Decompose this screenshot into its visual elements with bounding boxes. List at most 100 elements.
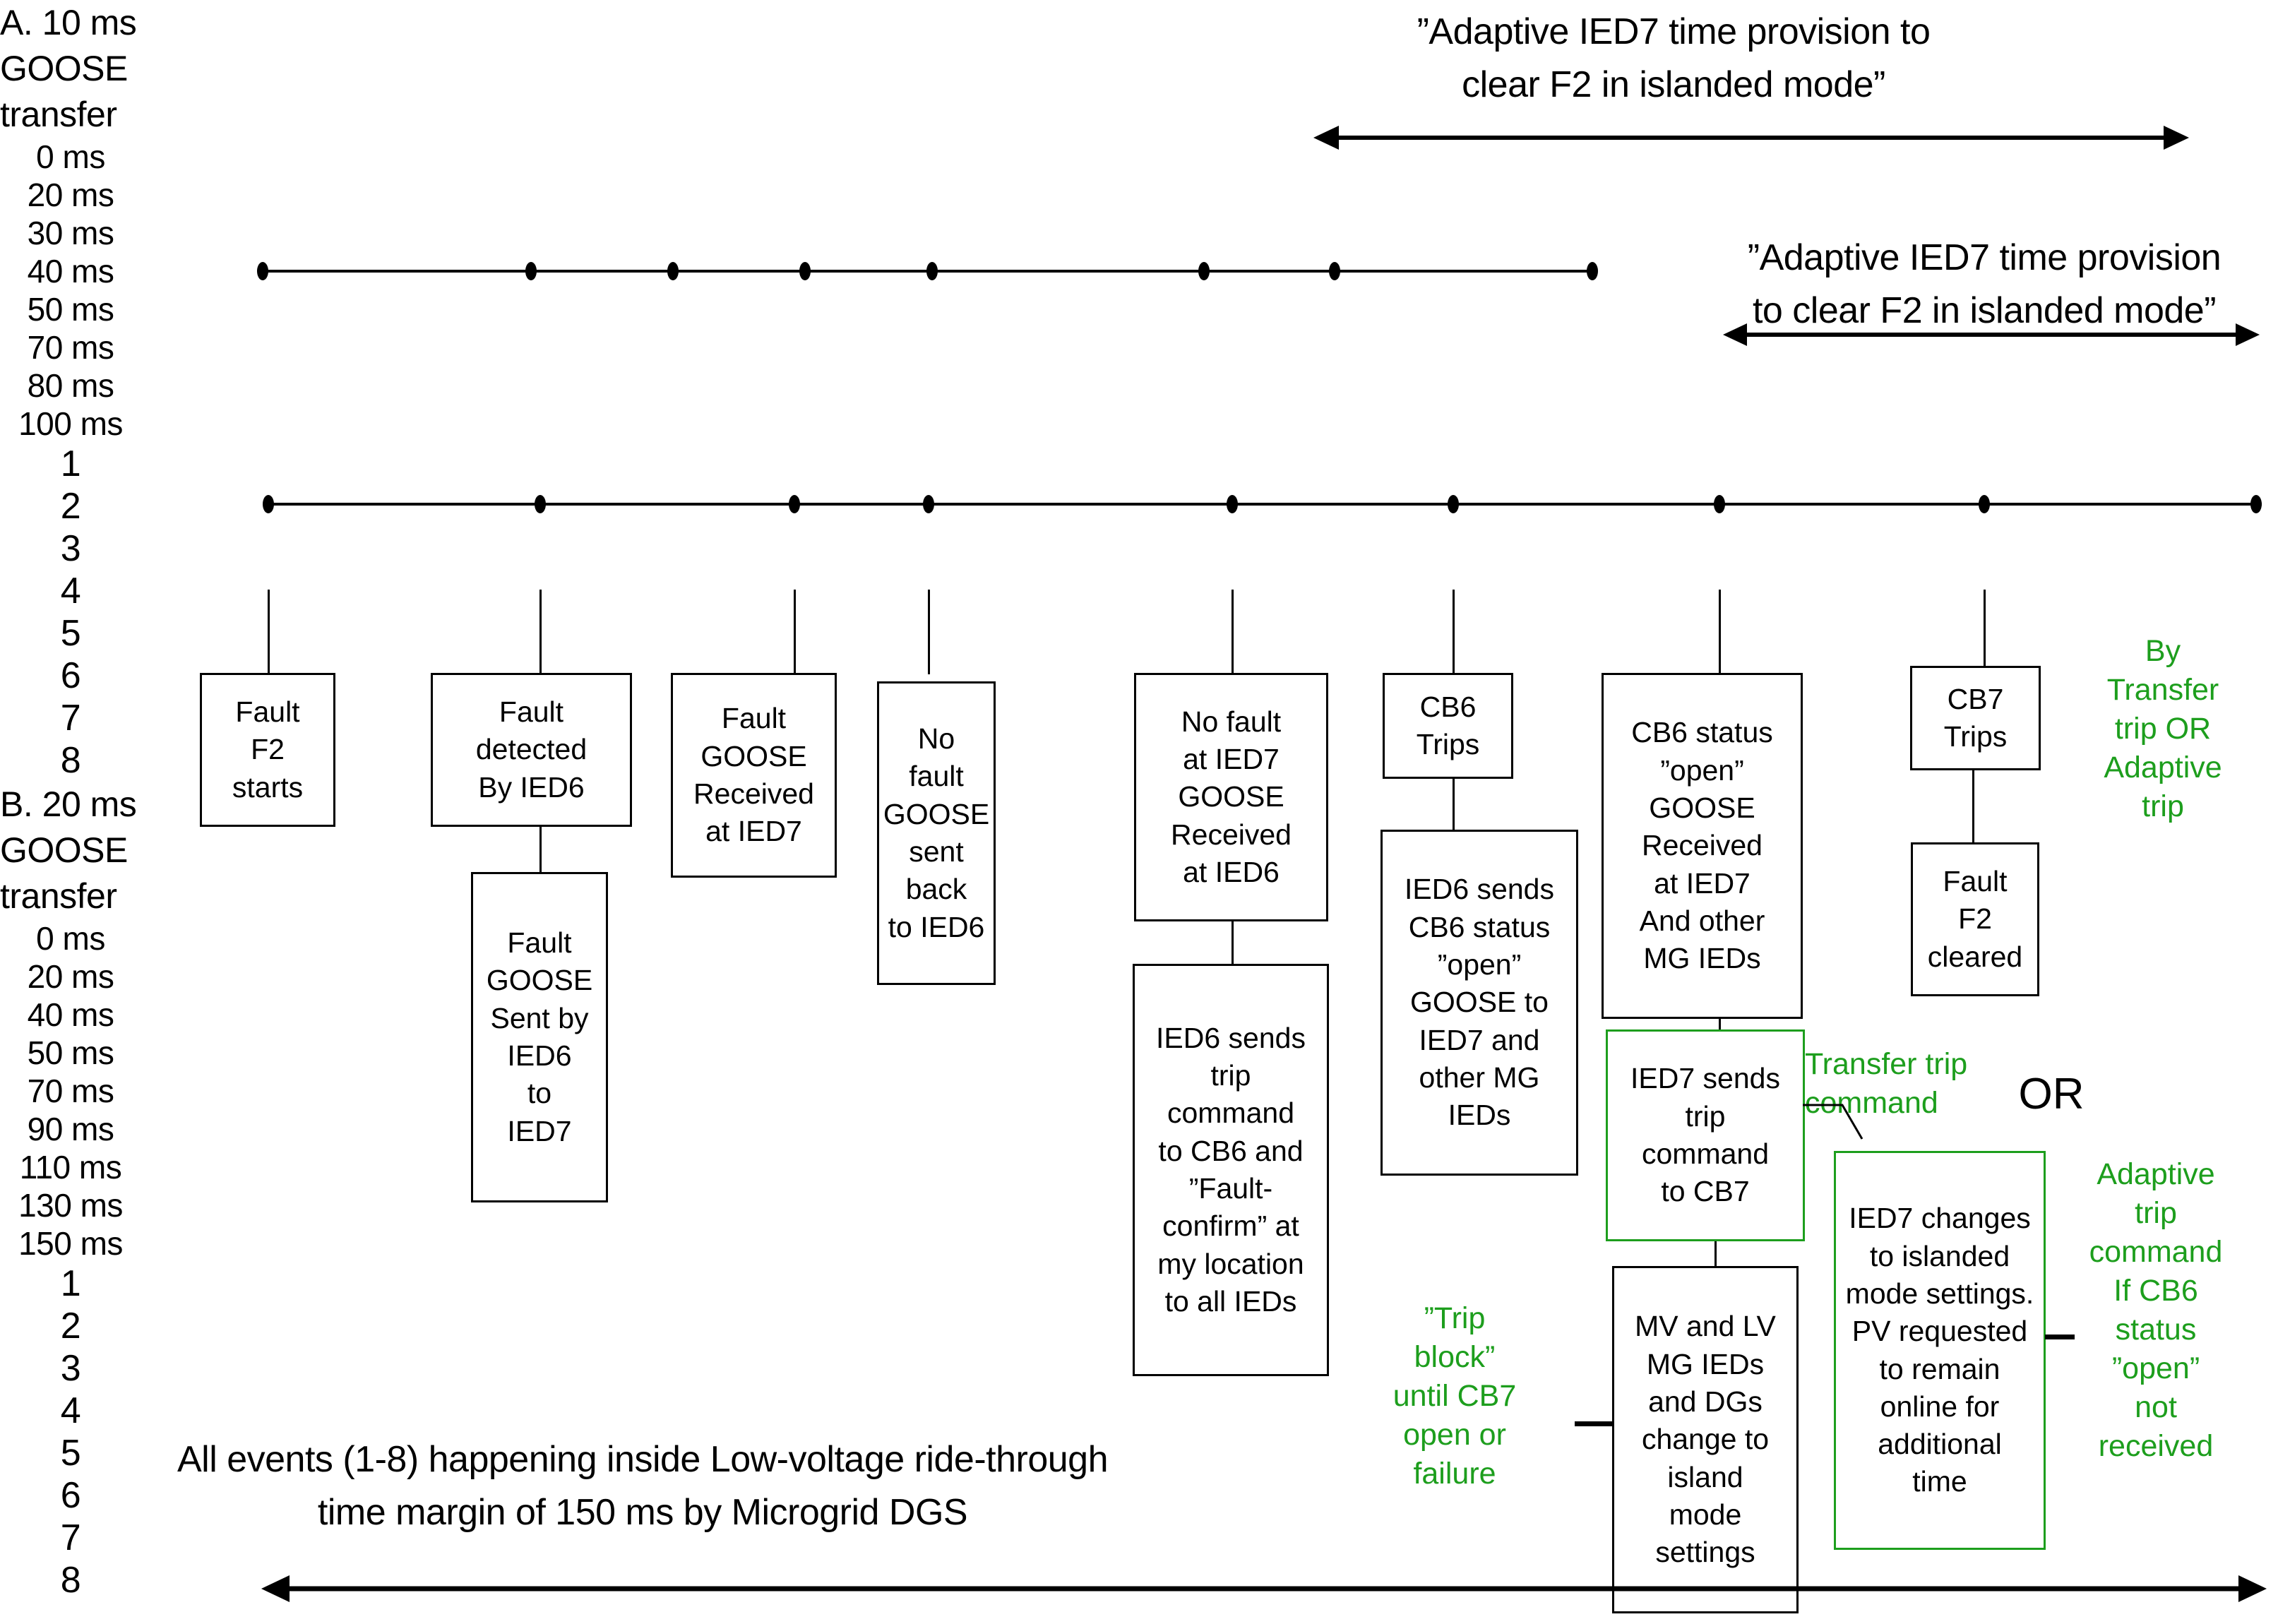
- timeline-b-time-90: 90 ms: [27, 1111, 114, 1147]
- event-box-cb7-trips: CB7 Trips: [1910, 666, 2041, 770]
- timeline-b-time-70: 70 ms: [27, 1073, 114, 1109]
- event-box-ied6-sends-trip-command-cb6: IED6 sends trip command to CB6 and ”Faul…: [1133, 964, 1329, 1376]
- timeline-a-title: A. 10 ms GOOSE transfer: [0, 0, 205, 138]
- event-box-cb6-trips: CB6 Trips: [1383, 673, 1513, 779]
- note-adaptive-trip-command: Adaptive trip command If CB6 status ”ope…: [2089, 1157, 2223, 1464]
- timeline-b-dot-5: [1227, 495, 1238, 513]
- timeline-b-dot-7: [1714, 495, 1725, 513]
- timeline-a-event-6: 6: [60, 655, 81, 696]
- bottom-caption: All events (1-8) happening inside Low-vo…: [92, 1433, 1193, 1540]
- timeline-a-dot-5: [926, 262, 938, 280]
- timeline-a-dot-2: [525, 262, 537, 280]
- timeline-a-time-80: 80 ms: [27, 367, 114, 404]
- timeline-b-dot-8: [1979, 495, 1990, 513]
- timeline-a-event-7: 7: [60, 698, 81, 739]
- stem-2: [539, 590, 542, 674]
- stem-3: [794, 590, 796, 674]
- event-box-cb6-status-open-received-ied7: CB6 status ”open” GOOSE Received at IED7…: [1602, 673, 1803, 1019]
- adaptive-trip-connector: [2045, 1335, 2075, 1339]
- connector-7b-to-7c: [1714, 1241, 1717, 1285]
- connector-8-to-8b: [1972, 770, 1974, 848]
- right-annotation-quote-line1: ”Adaptive IED7 time provision: [1747, 237, 2222, 278]
- stem-4: [928, 590, 930, 674]
- timeline-b-dot-1: [263, 495, 274, 513]
- event-box-fault-f2-starts: Fault F2 starts: [200, 673, 335, 827]
- timeline-b-title-line1: B. 20 ms: [0, 784, 137, 824]
- timeline-a-dot-7: [1329, 262, 1340, 280]
- timeline-a-time-30: 30 ms: [27, 215, 114, 251]
- event-box-ied6-sends-cb6-status-open: IED6 sends CB6 status ”open” GOOSE to IE…: [1380, 830, 1578, 1176]
- timeline-b-event-1: 1: [60, 1263, 81, 1304]
- timeline-a-time-0: 0 ms: [36, 138, 105, 175]
- timeline-b-time-0: 0 ms: [36, 920, 105, 957]
- total-time-margin-arrow: [261, 1575, 2267, 1602]
- event-box-ied7-changes-islanded-mode: IED7 changes to islanded mode settings. …: [1834, 1151, 2046, 1550]
- timeline-b-event-4: 4: [60, 1390, 81, 1431]
- note-transfer-trip-command: Transfer trip command: [1805, 1047, 1968, 1121]
- timeline-b-event-5: 5: [60, 1433, 81, 1474]
- timeline-b-dot-3: [789, 495, 800, 513]
- timeline-a-dot-6: [1198, 262, 1210, 280]
- timeline-b-time-40: 40 ms: [27, 996, 114, 1033]
- event-box-fault-detected-ied6: Fault detected By IED6: [431, 673, 632, 827]
- timeline-a-event-1: 1: [60, 443, 81, 484]
- right-annotation-quote: ”Adaptive IED7 time provision to clear F…: [1681, 232, 2288, 338]
- timeline-a-time-100: 100 ms: [18, 405, 123, 442]
- stem-5: [1232, 590, 1234, 674]
- timeline-a-event-8: 8: [60, 740, 81, 781]
- timeline-b-event-2: 2: [60, 1306, 81, 1347]
- timeline-b-title: B. 20 ms GOOSE transfer: [0, 782, 212, 919]
- event-box-no-fault-goose-sent-back-ied6: No fault GOOSE sent back to IED6: [877, 681, 996, 985]
- timeline-a-dot-1: [257, 262, 268, 280]
- timeline-b-time-110: 110 ms: [19, 1149, 122, 1186]
- stem-6: [1453, 590, 1455, 674]
- event-box-no-fault-at-ied7-received-ied6: No fault at IED7 GOOSE Received at IED6: [1134, 673, 1328, 921]
- timeline-a-dot-8: [1587, 262, 1598, 280]
- note-by-transfer-trip-or-adaptive-trip: By Transfer trip OR Adaptive trip: [2104, 634, 2222, 824]
- connector-2-to-2b: [539, 827, 542, 872]
- timeline-a-dot-4: [799, 262, 811, 280]
- timeline-b-event-6: 6: [60, 1475, 81, 1516]
- stem-1: [268, 590, 270, 674]
- event-box-fault-goose-received-ied7: Fault GOOSE Received at IED7: [671, 673, 837, 878]
- timeline-b-title-line2: GOOSE: [0, 830, 128, 870]
- timeline-b-event-3: 3: [60, 1348, 81, 1389]
- top-annotation-quote-line1: ”Adaptive IED7 time provision to: [1417, 11, 1931, 52]
- timeline-a-event-2: 2: [60, 486, 81, 527]
- timeline-b-event-8: 8: [60, 1560, 81, 1601]
- timeline-a-event-5: 5: [60, 613, 81, 654]
- event-box-fault-goose-sent-ied6-to-ied7: Fault GOOSE Sent by IED6 to IED7: [471, 872, 608, 1202]
- event-box-ied7-sends-trip-command-cb7: IED7 sends trip command to CB7: [1606, 1029, 1805, 1241]
- bottom-caption-line2: time margin of 150 ms by Microgrid DGS: [317, 1492, 968, 1534]
- right-annotation-quote-line2: to clear F2 in islanded mode”: [1752, 290, 2217, 332]
- timeline-a-title-line2: GOOSE: [0, 49, 128, 88]
- timeline-b-time-50: 50 ms: [27, 1034, 114, 1071]
- event-box-fault-f2-cleared: Fault F2 cleared: [1911, 842, 2039, 996]
- note-trip-block: ”Trip block” until CB7 open or failure: [1393, 1301, 1517, 1491]
- event-box-mv-lv-mg-ieds-island-mode: MV and LV MG IEDs and DGs change to isla…: [1612, 1266, 1799, 1613]
- stem-8: [1984, 590, 1986, 674]
- top-annotation-quote-line2: clear F2 in islanded mode”: [1462, 64, 1885, 106]
- timeline-a-time-70: 70 ms: [27, 329, 114, 366]
- or-label: OR: [2018, 1070, 2085, 1118]
- trip-block-connector: [1575, 1421, 1613, 1426]
- timeline-b-time-20: 20 ms: [27, 958, 114, 995]
- timeline-a-title-line1: A. 10 ms: [0, 3, 137, 42]
- timeline-a-time-50: 50 ms: [27, 291, 114, 328]
- timeline-b-dot-2: [535, 495, 546, 513]
- timeline-a-time-20: 20 ms: [27, 177, 114, 213]
- top-annotation-quote: ”Adaptive IED7 time provision to clear F…: [1257, 6, 2090, 112]
- transfer-trip-leader-line: [1803, 1104, 1863, 1140]
- top-provision-arrow: [1313, 126, 2189, 150]
- timeline-b-title-line3: transfer: [0, 876, 117, 916]
- timeline-b-dot-4: [923, 495, 934, 513]
- timeline-b-time-130: 130 ms: [18, 1187, 123, 1224]
- right-provision-arrow: [1723, 323, 2260, 346]
- timeline-b-event-7: 7: [60, 1517, 81, 1558]
- timeline-a-dot-3: [667, 262, 679, 280]
- bottom-caption-line1: All events (1-8) happening inside Low-vo…: [177, 1439, 1109, 1480]
- connector-5-to-5b: [1232, 921, 1234, 964]
- timeline-a-title-line3: transfer: [0, 95, 117, 134]
- timeline-b-axis: [268, 503, 2262, 506]
